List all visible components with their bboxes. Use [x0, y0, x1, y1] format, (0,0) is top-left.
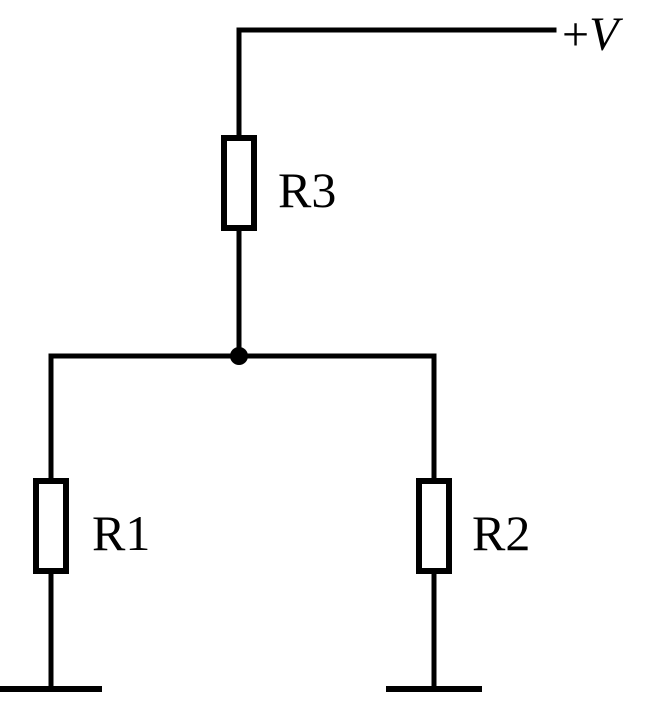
resistor-r1: [33, 478, 69, 574]
supply-label: +V: [562, 8, 623, 61]
supply-wire: [236, 27, 557, 141]
supply-symbol: V: [589, 8, 623, 61]
resistor-r1-label: R1: [92, 505, 150, 561]
resistor-r2-label: R2: [472, 505, 530, 561]
supply-sign: +: [562, 8, 589, 61]
resistor-r3-label: R3: [278, 162, 336, 218]
resistor-r3: [221, 135, 257, 231]
resistor-r2: [416, 478, 452, 574]
junction-node: [230, 347, 248, 365]
